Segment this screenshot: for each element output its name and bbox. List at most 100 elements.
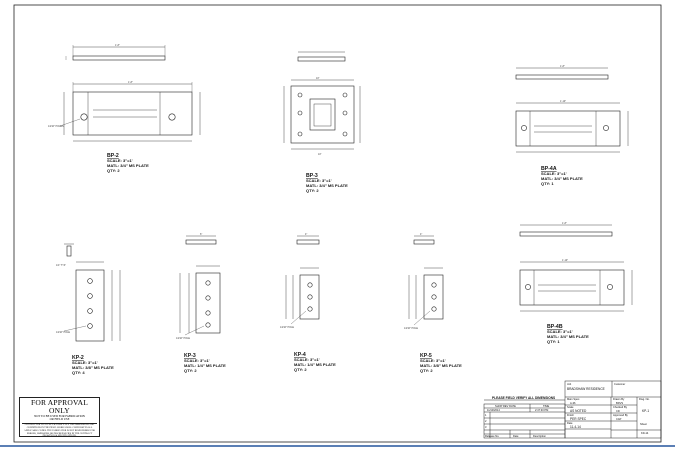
tb-rev-row-3: 3	[485, 425, 487, 429]
detail-bp4a	[515, 67, 629, 153]
kp2-matl: MATL: 3/8" MS PLATE	[72, 365, 114, 370]
kp4-top-view	[296, 239, 320, 245]
approval-heading: FOR APPROVAL ONLY	[30, 398, 89, 415]
svg-text:10": 10"	[316, 77, 320, 80]
kp4-qty: QTY: 2	[294, 367, 307, 372]
tb-sheet-value: KD-14	[641, 431, 649, 435]
tb-drawn-label: Drawn By	[613, 397, 625, 401]
bp2-matl: MATL: 3/4" MS PLATE	[107, 163, 149, 168]
approval-divider	[22, 422, 97, 424]
tb-col-release: Release No.	[485, 434, 500, 438]
detail-bp4b	[519, 224, 633, 312]
kp5-scale: SCALE: 3"=1'	[420, 358, 446, 363]
approval-paragraph: CONTRACTOR TO ACCEPT & VERIFY ALL THE DI…	[24, 423, 95, 438]
bp4a-scale: SCALE: 3"=1'	[541, 171, 567, 176]
tb-dwg-value: KP-1	[642, 409, 649, 413]
bp4b-scale: SCALE: 3"=1'	[547, 329, 573, 334]
tb-job-label: Job	[567, 382, 572, 386]
kp4-matl: MATL: 1/4" MS PLATE	[294, 362, 336, 367]
kp5-matl: MATL: 3/8" MS PLATE	[420, 363, 462, 368]
kp5-plate	[423, 274, 444, 320]
svg-text:6": 6"	[200, 233, 202, 236]
kp4-title: KP-4	[294, 352, 306, 358]
svg-text:13/16" HOLE: 13/16" HOLE	[404, 327, 418, 330]
bp3-qty: QTY: 2	[306, 188, 319, 193]
bp4a-title: BP-4A	[541, 166, 557, 172]
kp3-matl: MATL: 1/4" MS PLATE	[184, 363, 226, 368]
bp2-scale: SCALE: 3"=1'	[107, 158, 133, 163]
tb-col-desc: Description	[533, 434, 547, 438]
tb-rev-row-2: 2	[485, 419, 487, 423]
tb-approved-label: Approved By	[613, 413, 629, 417]
bp3-matl: MATL: 3/4" MS PLATE	[306, 183, 348, 188]
kp3-scale: SCALE: 3"=1'	[184, 358, 210, 363]
kp5-title: KP-5	[420, 353, 432, 359]
tb-sheet-label: Sheet	[640, 422, 647, 426]
sheet-border	[13, 4, 662, 443]
bp4a-qty: QTY: 1	[541, 181, 554, 186]
svg-text:1'-10": 1'-10"	[560, 100, 566, 103]
svg-text:1/4" TYP: 1/4" TYP	[56, 264, 66, 267]
tb-scale-label: Scale	[567, 405, 574, 409]
bp3-title: BP-3	[306, 173, 318, 179]
svg-text:4": 4"	[420, 233, 422, 236]
detail-kp2	[63, 243, 121, 342]
svg-text:1'-8": 1'-8"	[115, 44, 120, 47]
svg-text:1'-8": 1'-8"	[560, 65, 565, 68]
svg-text:13/16" HOLE: 13/16" HOLE	[280, 326, 294, 329]
tb-checked-value: CD	[616, 409, 620, 413]
approval-line-1: NOT TO BE USED FOR FABRICATION	[34, 414, 85, 418]
kp2-qty: QTY: 4	[72, 370, 85, 375]
bp4a-top-view	[515, 74, 609, 80]
svg-text:13/16" HOLES: 13/16" HOLES	[48, 125, 64, 128]
kp2-plate	[75, 269, 105, 342]
tb-date-value: 11-4-14	[570, 425, 581, 429]
bp2-plate	[72, 91, 193, 136]
svg-text:4": 4"	[305, 233, 307, 236]
bp3-plate	[290, 85, 355, 144]
tb-scale-value: AS NOTED	[570, 409, 587, 413]
tb-job-value: BRADSHAW RESIDENCE	[567, 387, 605, 391]
bp3-top-view	[297, 56, 346, 62]
detail-kp5	[408, 235, 444, 326]
tb-main-spec-value: A-36	[570, 401, 576, 405]
kp3-title: KP-3	[184, 353, 196, 359]
svg-text:13/16" HOLE: 13/16" HOLE	[56, 331, 70, 334]
tb-time-value: 2:47:30 PM	[535, 408, 548, 412]
bp2-hole-left	[80, 113, 88, 121]
detail-kp4	[285, 235, 320, 325]
bp2-hole-right	[168, 113, 176, 121]
kp4-scale: SCALE: 3"=1'	[294, 357, 320, 362]
tb-rev-row-1: 1	[485, 413, 487, 417]
kp5-qty: QTY: 2	[420, 368, 433, 373]
detail-bp3	[283, 51, 361, 150]
svg-text:13/16" HOLE: 13/16" HOLE	[176, 337, 190, 340]
tb-checked-label: Checked By	[613, 405, 628, 409]
svg-text:1'-8": 1'-8"	[562, 222, 567, 225]
bp4a-matl: MATL: 3/4" MS PLATE	[541, 176, 583, 181]
kp5-top-view	[413, 239, 435, 245]
kp3-qty: QTY: 2	[184, 368, 197, 373]
title-block	[483, 380, 662, 439]
bp4b-plate	[519, 269, 625, 306]
tb-finish-label: Finish	[567, 413, 574, 417]
tb-time-label: TIME	[543, 404, 549, 408]
approval-stamp: FOR APPROVAL ONLY NOT TO BE USED FOR FAB…	[19, 397, 100, 437]
bp3-hole	[297, 92, 303, 98]
kp2-side-view	[66, 245, 72, 257]
bp4b-matl: MATL: 3/4" MS PLATE	[547, 334, 589, 339]
tb-drawn-value: BDVS	[616, 401, 623, 405]
bp2-top-view	[72, 55, 166, 61]
tb-shop-rev-label: SHOP REV DATE	[495, 404, 516, 408]
tb-dwg-label: Dwg. No.	[639, 397, 650, 401]
approval-line-2: OR FIELD USE	[49, 417, 70, 422]
tb-main-spec-label: Main Spec.	[567, 397, 580, 401]
kp4-plate	[299, 274, 320, 320]
bp3-tube	[309, 98, 336, 131]
svg-text:1'-10": 1'-10"	[562, 259, 568, 262]
bp4b-title: BP-4B	[547, 324, 563, 330]
tb-approved-value: CAP	[616, 417, 622, 421]
kp3-top-view	[185, 239, 217, 245]
